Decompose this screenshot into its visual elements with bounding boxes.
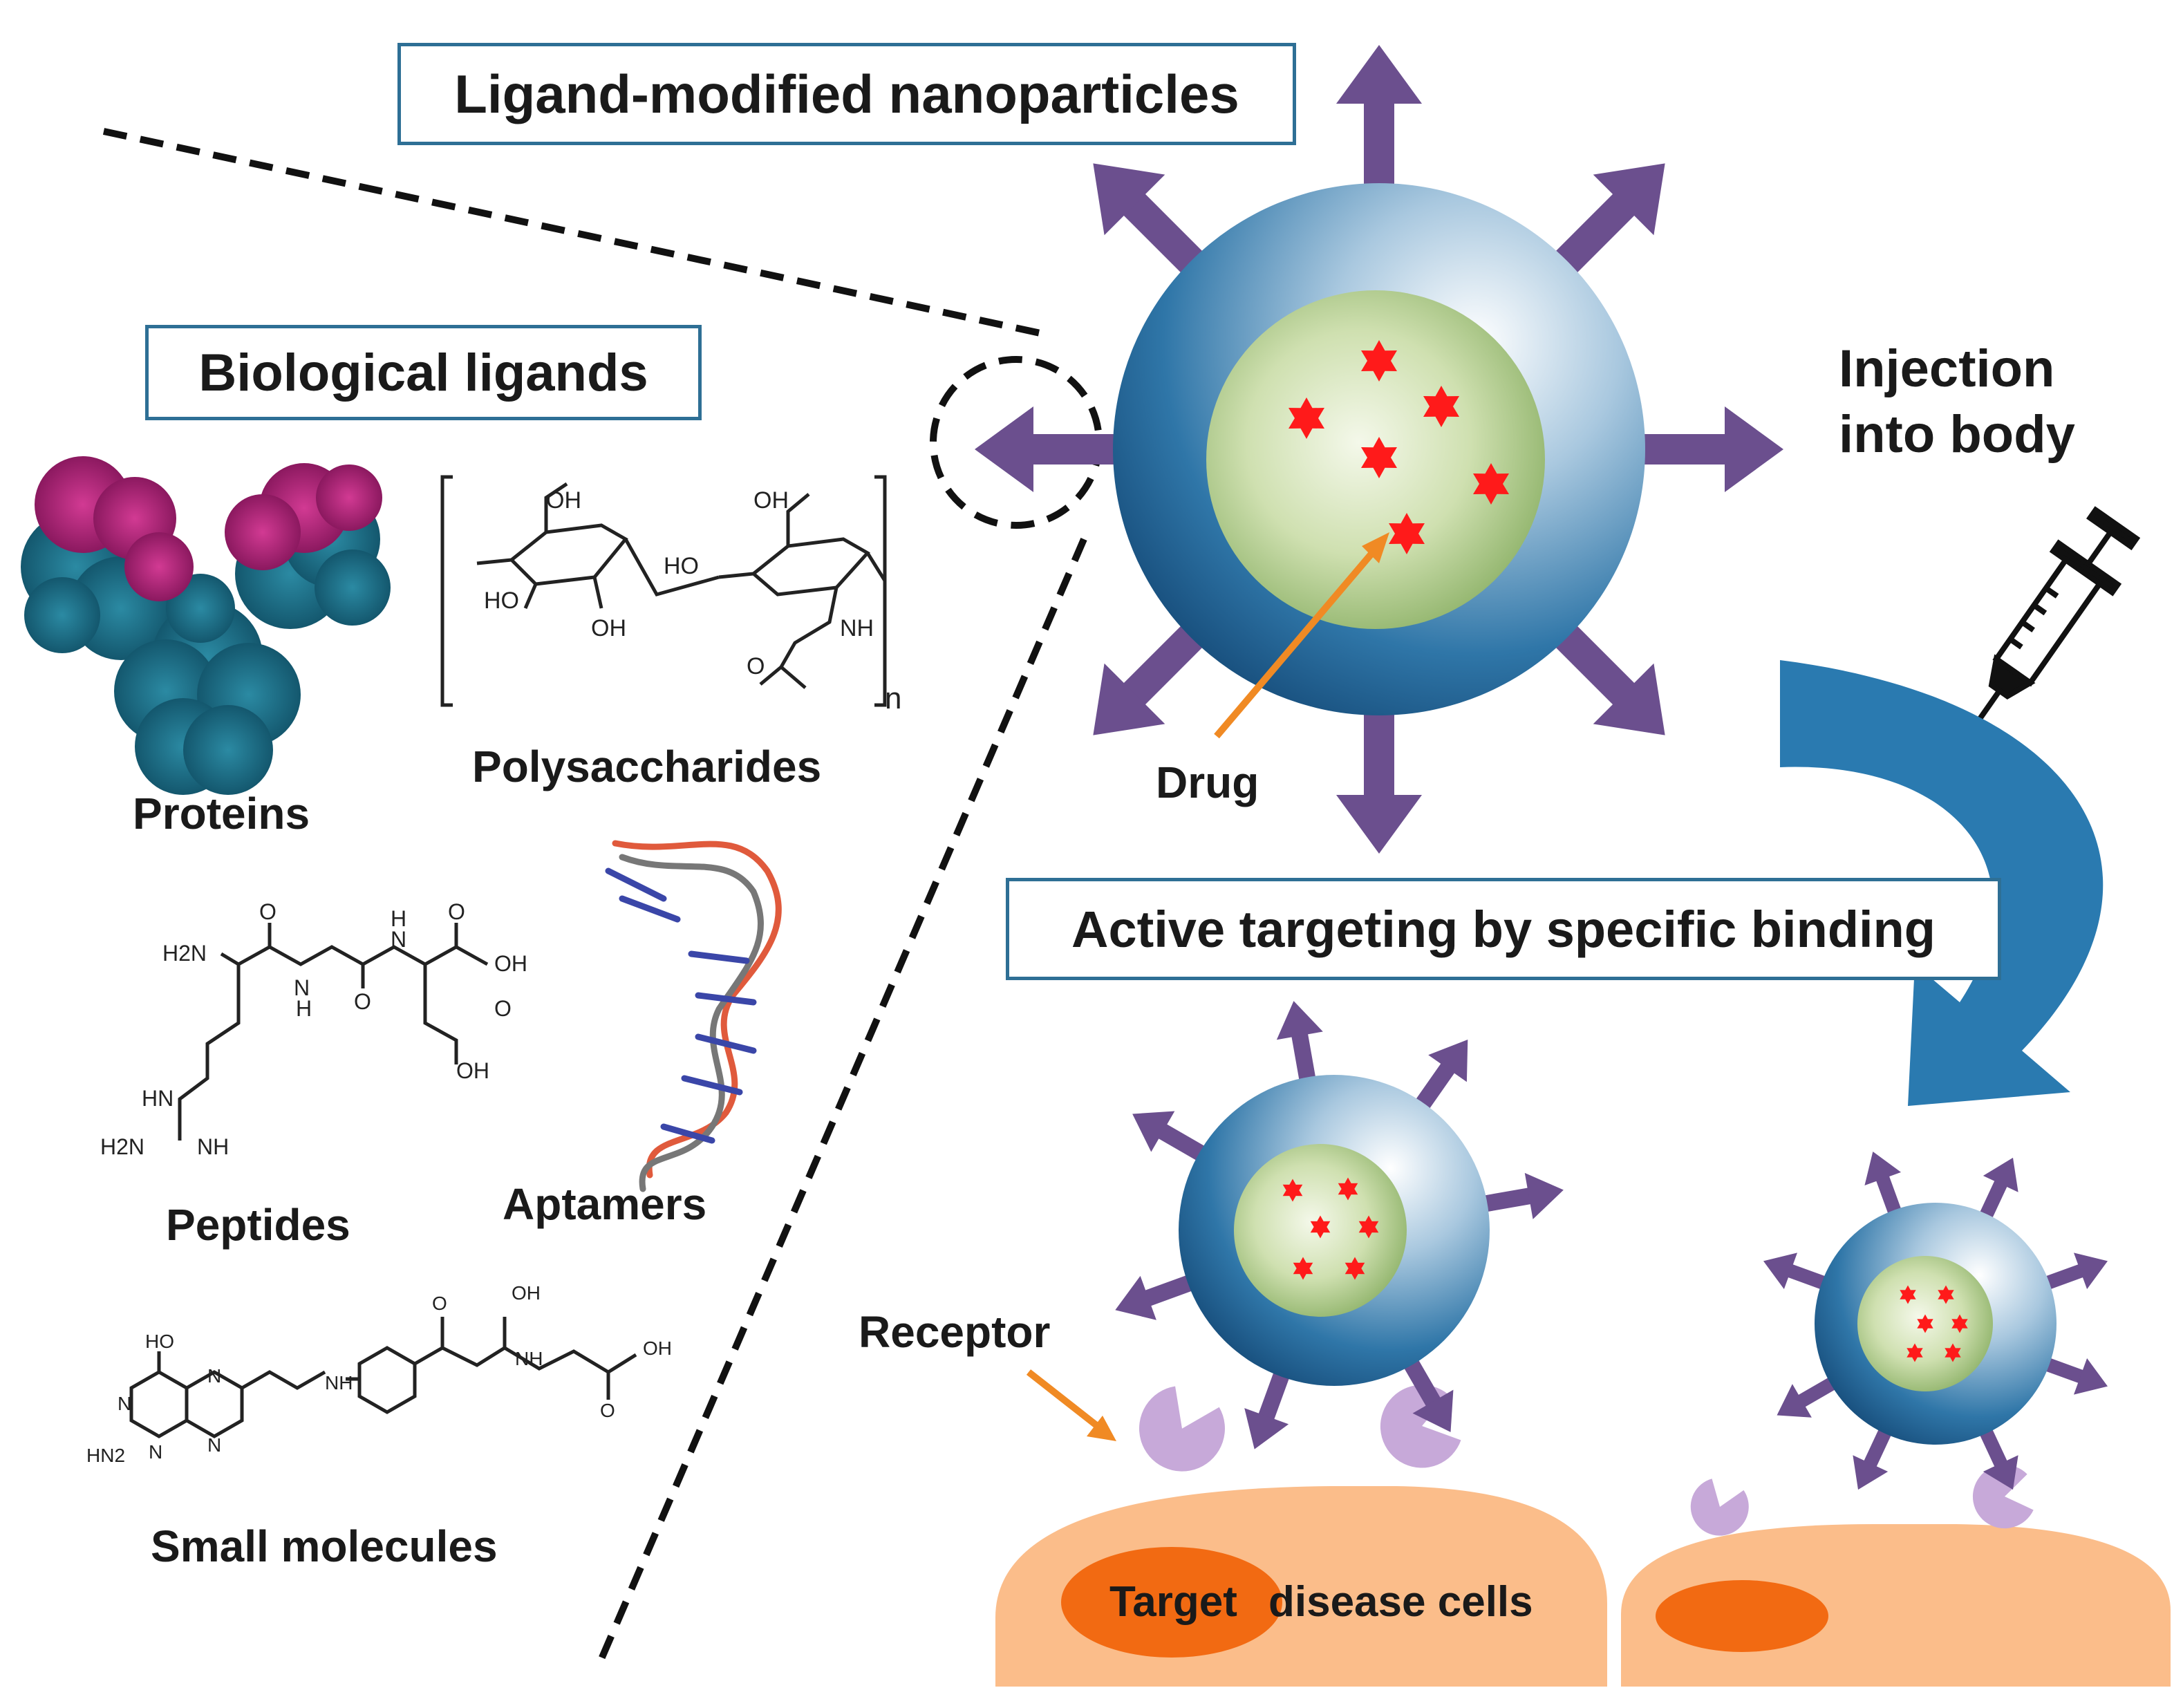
chem-label: H bbox=[296, 996, 312, 1021]
header-ligand-modified: Ligand-modified nanoparticles bbox=[397, 43, 1296, 145]
receptor bbox=[1380, 1385, 1461, 1468]
chem-label: O bbox=[259, 899, 277, 924]
chem-label: OH bbox=[494, 951, 527, 976]
chem-label: O bbox=[432, 1293, 447, 1314]
polysaccharide-structure bbox=[440, 475, 887, 707]
chem-label: OH bbox=[643, 1338, 672, 1359]
chem-label: O bbox=[494, 996, 512, 1021]
target-label: Target bbox=[1109, 1578, 1237, 1626]
chem-label: N bbox=[391, 927, 406, 952]
peptide-labels: H2N O N H O H N O OH O OH HN H2N NH bbox=[100, 899, 527, 1159]
cell-nucleus bbox=[1656, 1580, 1828, 1652]
bound-nanoparticle bbox=[1107, 997, 1568, 1458]
repeat-unit-label: n bbox=[885, 682, 901, 715]
chem-label: O bbox=[600, 1400, 615, 1421]
chem-label: O bbox=[448, 899, 465, 924]
peptide-structure bbox=[178, 923, 489, 1141]
small-molecule-labels: HO N N N N HN2 NH O NH OH OH O bbox=[86, 1282, 672, 1466]
curved-arrow-icon bbox=[1780, 660, 2104, 1106]
chem-label: NH bbox=[197, 1134, 229, 1159]
target-cell-left bbox=[995, 1486, 1607, 1687]
chem-label: HO bbox=[484, 588, 519, 614]
chem-label: OH bbox=[512, 1282, 541, 1304]
ligand-label-polysaccharides: Polysaccharides bbox=[472, 742, 822, 791]
chem-label: HN2 bbox=[86, 1445, 125, 1466]
chem-label: NH bbox=[515, 1348, 543, 1369]
chem-label: O bbox=[354, 989, 371, 1014]
receptors bbox=[1139, 1385, 2034, 1536]
zoom-line-upper bbox=[102, 128, 1042, 337]
cell-nucleus bbox=[1061, 1547, 1282, 1658]
ligand-label-proteins: Proteins bbox=[133, 789, 310, 838]
small-molecule-structure bbox=[129, 1317, 637, 1438]
antibody-icon bbox=[21, 456, 391, 795]
ligand-label-small-molecules: Small molecules bbox=[151, 1521, 498, 1571]
header-active-targeting: Active targeting by specific binding bbox=[1006, 878, 2001, 980]
syringe-icon bbox=[1973, 506, 2141, 726]
receptor bbox=[1690, 1479, 1749, 1536]
aptamer-icon bbox=[605, 840, 782, 1192]
chem-label: N bbox=[207, 1365, 221, 1387]
injection-label-line2: into body bbox=[1839, 405, 2075, 464]
drug-pointer bbox=[1214, 532, 1389, 739]
chem-label: HO bbox=[664, 553, 699, 579]
chem-label: OH bbox=[591, 615, 626, 641]
chem-label: N bbox=[118, 1393, 131, 1414]
chem-label: HN bbox=[142, 1086, 174, 1111]
receptor bbox=[1139, 1386, 1225, 1472]
target-cell-right bbox=[1621, 1524, 2171, 1687]
chem-label: N bbox=[207, 1434, 221, 1456]
polysaccharide-labels: OH OH HO OH HO NH O n bbox=[484, 487, 901, 715]
drug-label: Drug bbox=[1156, 758, 1259, 807]
chem-label: OH bbox=[456, 1058, 489, 1083]
receptor-pointer bbox=[1026, 1369, 1116, 1441]
chem-label: H bbox=[391, 906, 406, 931]
receptor bbox=[1973, 1465, 2034, 1529]
chem-label: H2N bbox=[100, 1134, 144, 1159]
large-nanoparticle bbox=[975, 45, 1783, 854]
chem-label: NH bbox=[840, 615, 874, 641]
header-biological-ligands: Biological ligands bbox=[145, 325, 702, 420]
chem-label: NH bbox=[325, 1372, 353, 1393]
chem-label: HO bbox=[145, 1331, 174, 1352]
chem-label: N bbox=[294, 975, 310, 1000]
receptor-label: Receptor bbox=[859, 1307, 1051, 1357]
chem-label: H2N bbox=[162, 941, 207, 966]
chem-label: O bbox=[747, 653, 765, 679]
chem-label: OH bbox=[546, 487, 581, 514]
ligand-label-aptamers: Aptamers bbox=[503, 1179, 707, 1229]
free-nanoparticle bbox=[1756, 1145, 2115, 1499]
zoom-line-lower bbox=[598, 538, 1087, 1660]
disease-cells-label: disease cells bbox=[1268, 1578, 1533, 1626]
chem-label: OH bbox=[753, 487, 789, 514]
ligand-label-peptides: Peptides bbox=[166, 1200, 350, 1250]
injection-label-line1: Injection bbox=[1839, 339, 2055, 398]
chem-label: N bbox=[149, 1441, 162, 1463]
